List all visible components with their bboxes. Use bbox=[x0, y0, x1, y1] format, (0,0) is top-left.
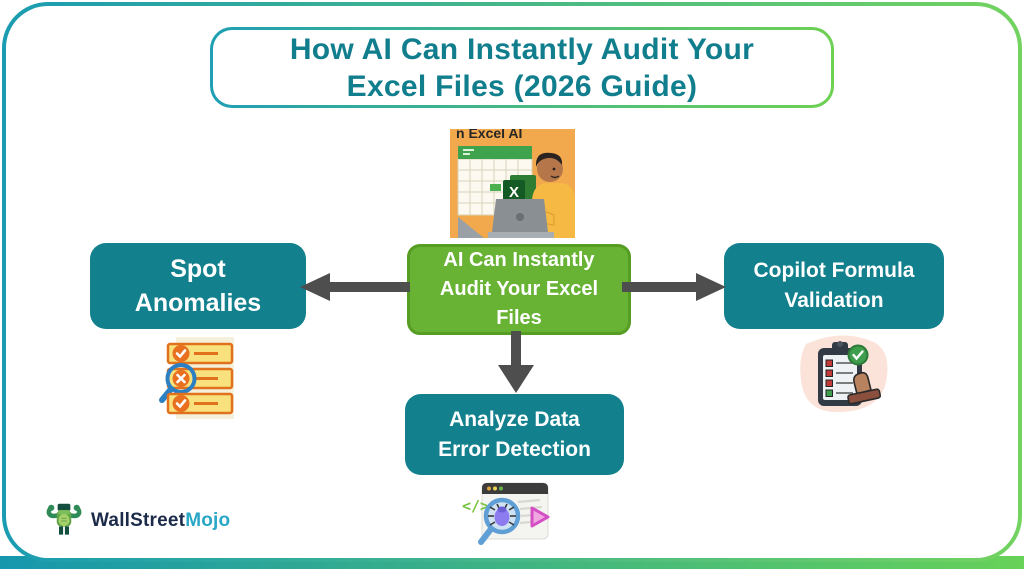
brand-wordmark: WallStreetMojo bbox=[91, 510, 230, 532]
checklist-anomaly-icon bbox=[159, 337, 234, 419]
bug-scan-icon: </> bbox=[462, 482, 550, 545]
illustration-partial-caption: n Excel AI bbox=[456, 129, 522, 141]
node-analyze-data-error-detection-label: Analyze Data Error Detection bbox=[438, 407, 591, 461]
brand-mojo: Mojo bbox=[185, 510, 231, 531]
clipboard-validation-icon bbox=[800, 335, 888, 413]
center-node-label: AI Can Instantly Audit Your Excel Files bbox=[439, 249, 599, 329]
center-node: AI Can Instantly Audit Your Excel Files bbox=[407, 244, 631, 335]
arrow-down-icon bbox=[498, 331, 534, 393]
excel-ai-illustration-art: n Excel AI X bbox=[450, 129, 575, 238]
title-box: How AI Can Instantly Audit Your Excel Fi… bbox=[210, 27, 834, 108]
node-analyze-data-error-detection: Analyze Data Error Detection bbox=[405, 394, 624, 475]
node-spot-anomalies: Spot Anomalies bbox=[90, 243, 306, 329]
brand-wallstreet: WallStreet bbox=[91, 510, 186, 531]
excel-logo-letter: X bbox=[509, 184, 519, 201]
code-glyph: </> bbox=[462, 497, 489, 515]
node-copilot-formula-validation: Copilot Formula Validation bbox=[724, 243, 944, 329]
node-copilot-formula-validation-label: Copilot Formula Validation bbox=[753, 259, 915, 312]
excel-ai-illustration: n Excel AI X bbox=[450, 129, 575, 238]
brand-logo: WallStreetMojo bbox=[44, 500, 230, 542]
arrow-left-icon bbox=[300, 273, 410, 301]
arrow-right-icon bbox=[622, 273, 726, 301]
node-spot-anomalies-label: Spot Anomalies bbox=[134, 255, 262, 317]
wallstreetmojo-mascot-icon bbox=[46, 503, 82, 535]
page-title: How AI Can Instantly Audit Your Excel Fi… bbox=[289, 32, 755, 103]
